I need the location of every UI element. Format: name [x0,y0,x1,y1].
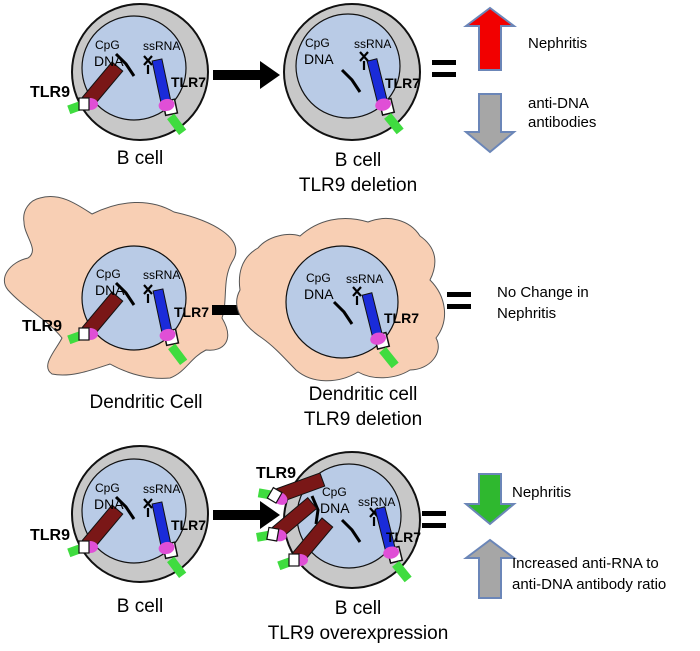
bcell-wildtype-2: CpG DNA ssRNA TLR9 TLR7 B cell [30,445,209,617]
cpg-label: CpG [95,38,120,52]
increase-arrow-icon [463,538,517,599]
increase-arrow-icon [463,6,517,71]
ssrna-label: ssRNA [358,495,395,509]
bcell-tlr9-deletion: CpG DNA ssRNA TLR7 B cell TLR9 deletion [283,3,421,196]
bcell-wildtype: CpG DNA ssRNA TLR9 TLR7 B cell [30,3,209,169]
dendritic-cell-tlr9-deletion: CpG DNA ssRNA TLR7 Dendritic cell TLR9 d… [236,218,446,430]
no-change-label: No Change in [497,284,589,301]
decrease-arrow-icon [463,473,517,526]
ssrna-label: ssRNA [143,482,180,496]
cpg-label: CpG [305,36,330,50]
cpg-label: CpG [95,481,120,495]
bcell-caption: B cell [117,148,163,169]
no-change-label-2: Nephritis [497,305,556,322]
ssrna-label: ssRNA [346,272,383,286]
bcell-caption: B cell [117,596,163,617]
equals-sign [432,60,456,77]
nephritis-outcome-label: Nephritis [512,484,571,501]
ssrna-label: ssRNA [143,268,180,282]
cpg-label: CpG [96,267,121,281]
dna-label: DNA [95,282,125,298]
tlr7-label: TLR7 [386,529,421,545]
equals-sign [447,292,471,309]
overexpression-caption: TLR9 overexpression [268,623,449,644]
dc-caption: Dendritic cell [309,384,418,405]
transition-arrow [213,61,280,89]
rna-dna-ratio-label-2: anti-DNA antibody ratio [512,576,666,593]
dna-label: DNA [304,51,334,67]
dc-endosome [285,245,399,359]
ssrna-label: ssRNA [143,39,180,53]
tlr9-label: TLR9 [256,465,296,482]
anti-dna-outcome-label: anti-DNA [528,95,589,112]
cpg-dna-icon [310,495,320,525]
dna-label: DNA [94,496,124,512]
dna-label: DNA [304,286,334,302]
cpg-label: CpG [306,271,331,285]
tlr7-label: TLR7 [171,517,206,533]
tlr7-label: TLR7 [171,74,206,90]
transition-arrow [213,501,280,529]
bcell-caption: B cell [335,598,381,619]
tlr7-label: TLR7 [174,304,209,320]
deletion-caption: TLR9 deletion [304,409,422,430]
tlr9-label: TLR9 [30,84,70,101]
equals-sign [422,511,446,528]
dendritic-cell-wildtype: CpG DNA ssRNA TLR9 TLR7 Dendritic Cell [3,196,237,413]
ssrna-label: ssRNA [354,37,391,51]
tlr7-label: TLR7 [384,310,419,326]
bcell-caption: B cell [335,150,381,171]
rna-dna-ratio-label: Increased anti-RNA to [512,555,659,572]
dna-label: DNA [94,53,124,69]
tlr9-label: TLR9 [22,318,62,335]
tlr9-label: TLR9 [30,527,70,544]
anti-dna-outcome-label-2: antibodies [528,114,596,131]
bcell-endosome [295,13,401,119]
cpg-label: CpG [322,485,347,499]
dc-caption: Dendritic Cell [90,392,203,413]
bcell-tlr9-overexpression: TLR9 CpG DNA ssRNA TLR7 B cell TLR9 over… [253,449,449,644]
nephritis-outcome-label: Nephritis [528,35,587,52]
dna-label: DNA [320,500,350,516]
tlr7-label: TLR7 [385,75,420,91]
decrease-arrow-icon [463,93,517,154]
deletion-caption: TLR9 deletion [299,175,417,196]
